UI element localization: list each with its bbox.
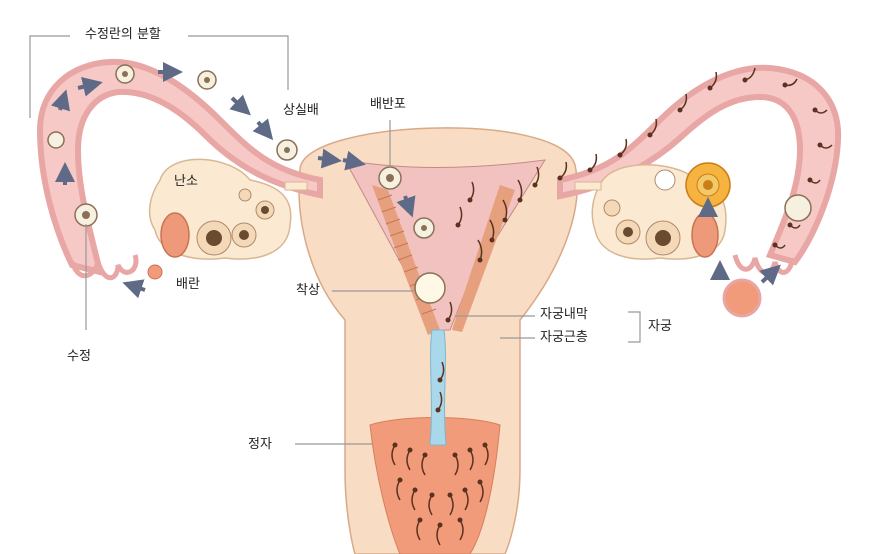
ruptured-follicle-left [160, 212, 190, 258]
label-blastocyst: 배반포 [370, 97, 406, 112]
label-morula: 상실배 [283, 103, 319, 118]
fimbriae-left [69, 252, 139, 281]
label-ovary: 난소 [174, 174, 198, 189]
label-myometrium: 자궁근층 [540, 330, 588, 345]
sperm-heads [392, 77, 823, 528]
mature-follicle [685, 162, 731, 208]
fallopian-tube-right [557, 64, 842, 266]
label-cleavage: 수정란의 분할 [82, 28, 164, 41]
label-ovulation: 배란 [176, 277, 200, 292]
leader-lines [29, 35, 641, 445]
follicles-left [196, 188, 275, 256]
endometrium-right [452, 185, 515, 332]
label-fertilization: 수정 [67, 349, 91, 364]
cervical-canal [429, 329, 447, 446]
ovulated-egg [147, 264, 163, 280]
large-follicle-right [722, 278, 762, 318]
ruptured-follicle-right [691, 212, 719, 258]
label-endometrium: 자궁내막 [540, 307, 588, 322]
label-uterus: 자궁 [648, 319, 672, 334]
label-sperm: 정자 [248, 437, 272, 452]
label-implantation: 착상 [296, 283, 320, 298]
follicles-right [603, 169, 681, 256]
arrow-icon [50, 62, 781, 299]
